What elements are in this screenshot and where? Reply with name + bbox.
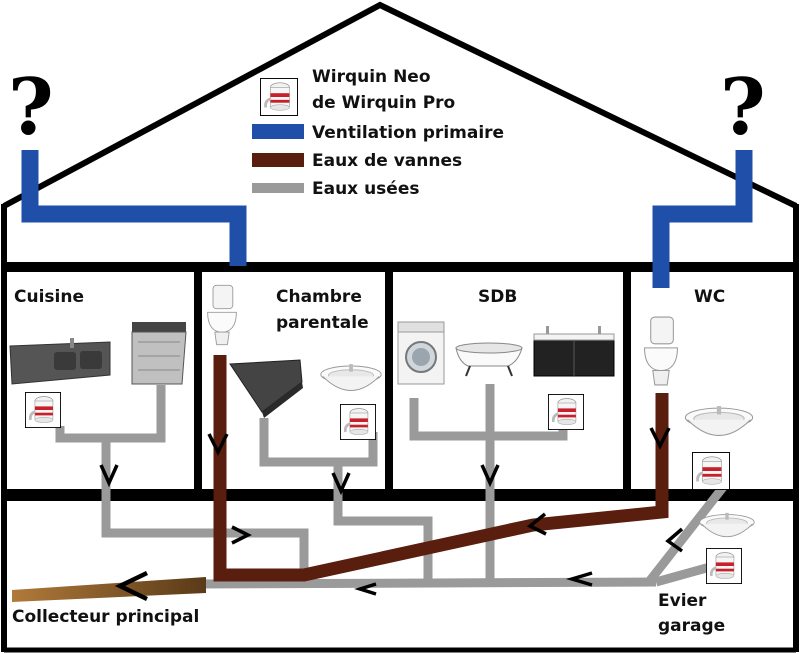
- black-water-pipes: [213, 355, 669, 582]
- dishwasher-icon: [131, 322, 187, 385]
- valve-icon-sdb: [548, 394, 584, 430]
- sink-icon-garage: [699, 512, 755, 538]
- valve-icon-garage: [706, 548, 742, 584]
- legend-valve-line2: de Wirquin Pro: [312, 93, 455, 113]
- room-label-wc: WC: [694, 287, 725, 307]
- legend-ventilation-swatch: [252, 124, 304, 139]
- valve-icon-chambre: [340, 404, 376, 440]
- legend-grey-water-swatch: [252, 183, 304, 193]
- double-vanity-icon: [533, 326, 615, 377]
- legend-ventilation-label: Ventilation primaire: [312, 123, 504, 143]
- valve-icon-cuisine: [25, 392, 61, 428]
- garage-label-line1: Evier: [658, 591, 707, 611]
- ventilation-pipes: [21, 150, 753, 288]
- bathtub-icon: [455, 342, 523, 377]
- ventilation-pipe-right: [652, 150, 753, 288]
- collector-label: Collecteur principal: [12, 607, 199, 627]
- legend-grey-water-label: Eaux usées: [312, 179, 419, 199]
- legend-black-water-swatch: [252, 153, 304, 167]
- shower-tray-icon: [229, 359, 303, 418]
- question-mark-left: ?: [8, 62, 54, 153]
- room-label-sdb: SDB: [478, 287, 517, 307]
- legend: Wirquin Neo de Wirquin Pro Ventilation p…: [252, 67, 504, 199]
- question-mark-right: ?: [720, 62, 766, 153]
- kitchen-sink-icon: [9, 338, 111, 385]
- legend-valve-icon: [260, 78, 298, 116]
- legend-black-water-label: Eaux de vannes: [312, 151, 462, 171]
- ventilation-pipe-left: [21, 150, 247, 266]
- sink-icon-chambre: [320, 363, 382, 391]
- legend-valve-line1: Wirquin Neo: [312, 67, 431, 87]
- room-label-cuisine: Cuisine: [14, 287, 84, 307]
- main-collector-pipe: [12, 577, 206, 602]
- flow-arrows: [99, 427, 684, 602]
- room-label-chambre-line2: parentale: [276, 313, 369, 333]
- washing-machine-icon: [397, 321, 445, 385]
- valve-icon-wc: [692, 452, 730, 490]
- room-label-chambre-line1: Chambre: [276, 287, 362, 307]
- toilet-icon-chambre: [207, 284, 237, 346]
- garage-label-line2: garage: [658, 616, 725, 636]
- toilet-icon-wc: [643, 316, 679, 386]
- sink-icon-wc: [684, 405, 754, 436]
